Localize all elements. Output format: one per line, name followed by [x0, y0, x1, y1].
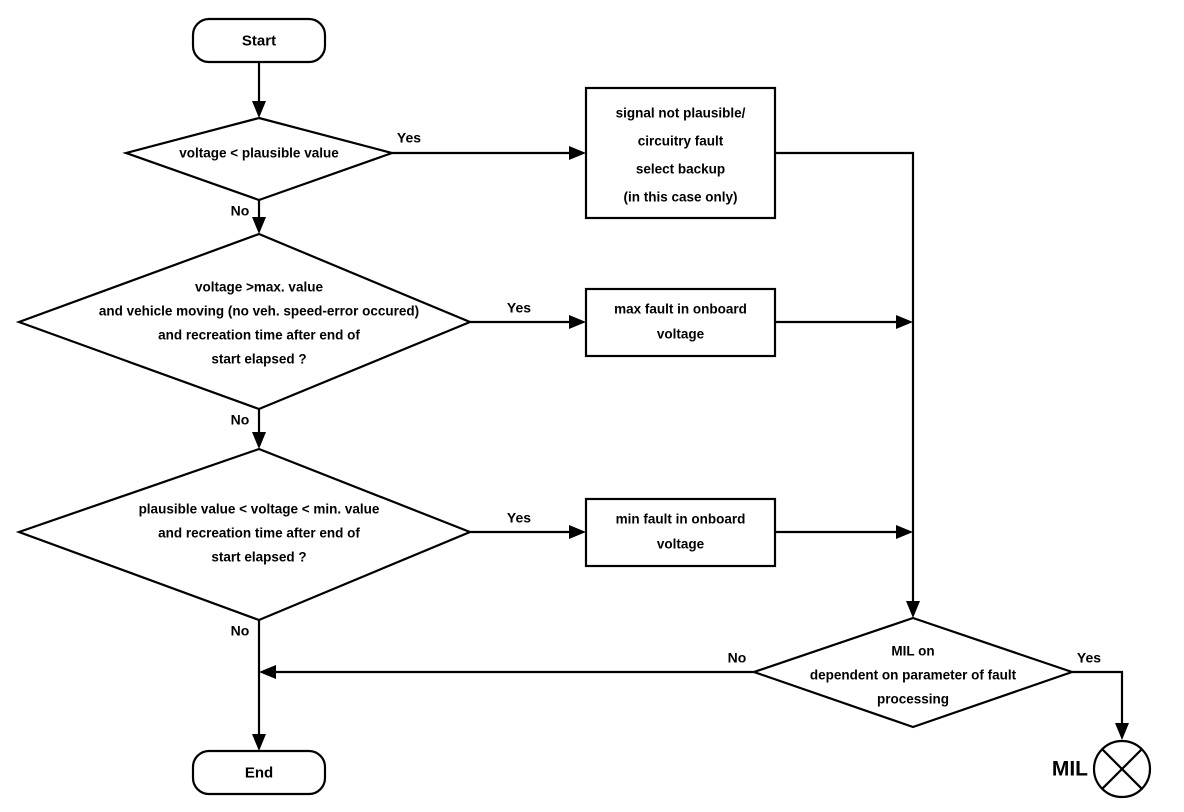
- process-max-fault-shape: [584, 287, 777, 358]
- process-signal-shape: [584, 86, 777, 220]
- decision-max-line-3: and recreation time after end of: [158, 328, 360, 343]
- arrowhead-plausible-yes: [569, 146, 586, 160]
- decision-mil-shape: [750, 616, 1076, 729]
- process-max-fault-line-2: voltage: [657, 327, 705, 342]
- edge-mil-yes: [1072, 670, 1124, 728]
- decision-plausible-shape: [122, 116, 396, 202]
- node-process-max-fault[interactable]: max fault in onboard voltage: [584, 287, 777, 358]
- decision-max-line-2: and vehicle moving (no veh. speed-error …: [99, 304, 419, 319]
- edge-label-no-mil: No: [728, 650, 747, 666]
- start-shape: [191, 17, 327, 64]
- process-max-fault-line-1: max fault in onboard: [614, 302, 747, 317]
- process-min-fault-line-2: voltage: [657, 537, 705, 552]
- edge-label-yes-min: Yes: [507, 510, 531, 526]
- edge-label-layer: Yes No Yes No Yes No No Yes: [231, 130, 1102, 666]
- decision-plausible-line-1: voltage < plausible value: [179, 146, 339, 161]
- arrowhead-plausible-no: [252, 217, 266, 234]
- decision-max-line-4: start elapsed ?: [211, 352, 306, 367]
- arrowhead-mil-no: [259, 665, 276, 679]
- node-mil-lamp[interactable]: MIL: [1052, 739, 1152, 799]
- decision-min-line-2: and recreation time after end of: [158, 526, 360, 541]
- decision-mil-line-3: processing: [877, 692, 949, 707]
- decision-min-shape: [15, 447, 473, 622]
- edge-label-yes-plausible: Yes: [397, 130, 421, 146]
- decision-max-shape: [15, 232, 473, 411]
- edge-label-yes-max: Yes: [507, 300, 531, 316]
- node-decision-min[interactable]: plausible value < voltage < min. value a…: [15, 447, 473, 622]
- edge-signal-to-mil-bus: [775, 151, 915, 604]
- arrowhead-max-yes: [569, 315, 586, 329]
- edge-label-no-max: No: [231, 412, 250, 428]
- decision-min-line-3: start elapsed ?: [211, 550, 306, 565]
- node-start[interactable]: Start: [191, 17, 327, 64]
- arrowhead-bus-to-mil: [906, 601, 920, 618]
- process-signal-line-1: signal not plausible/: [616, 106, 746, 121]
- node-decision-plausible[interactable]: voltage < plausible value: [122, 116, 396, 202]
- end-label: End: [245, 764, 273, 781]
- arrowhead-min-no-to-end: [252, 734, 266, 751]
- arrowhead-start-to-plausible: [252, 101, 266, 118]
- process-min-fault-line-1: min fault in onboard: [616, 512, 746, 527]
- process-signal-line-3: select backup: [636, 162, 725, 177]
- node-decision-mil[interactable]: MIL on dependent on parameter of fault p…: [750, 616, 1076, 729]
- decision-max-line-1: voltage >max. value: [195, 280, 323, 295]
- decision-min-line-1: plausible value < voltage < min. value: [139, 502, 380, 517]
- process-signal-line-4: (in this case only): [623, 190, 737, 205]
- process-min-fault-shape: [584, 497, 777, 568]
- arrowhead-max-no: [252, 432, 266, 449]
- connector-layer: [252, 62, 1129, 751]
- mil-lamp-label: MIL: [1052, 758, 1088, 781]
- edge-label-yes-mil: Yes: [1077, 650, 1101, 666]
- decision-mil-line-1: MIL on: [891, 644, 934, 659]
- process-signal-line-2: circuitry fault: [638, 134, 724, 149]
- arrowhead-mil-yes: [1115, 723, 1129, 740]
- arrowhead-min-fault-to-bus: [896, 525, 913, 539]
- arrowhead-max-fault-to-bus: [896, 315, 913, 329]
- node-decision-max[interactable]: voltage >max. value and vehicle moving (…: [15, 232, 473, 411]
- edge-label-no-min: No: [231, 623, 250, 639]
- edge-label-no-plausible: No: [231, 203, 250, 219]
- node-end[interactable]: End: [191, 749, 327, 796]
- node-process-min-fault[interactable]: min fault in onboard voltage: [584, 497, 777, 568]
- end-shape: [191, 749, 327, 796]
- node-process-signal[interactable]: signal not plausible/ circuitry fault se…: [584, 86, 777, 220]
- start-label: Start: [242, 32, 276, 49]
- arrowhead-min-yes: [569, 525, 586, 539]
- mil-lamp-x-stroke-2: [1101, 748, 1143, 790]
- decision-mil-line-2: dependent on parameter of fault: [810, 668, 1017, 683]
